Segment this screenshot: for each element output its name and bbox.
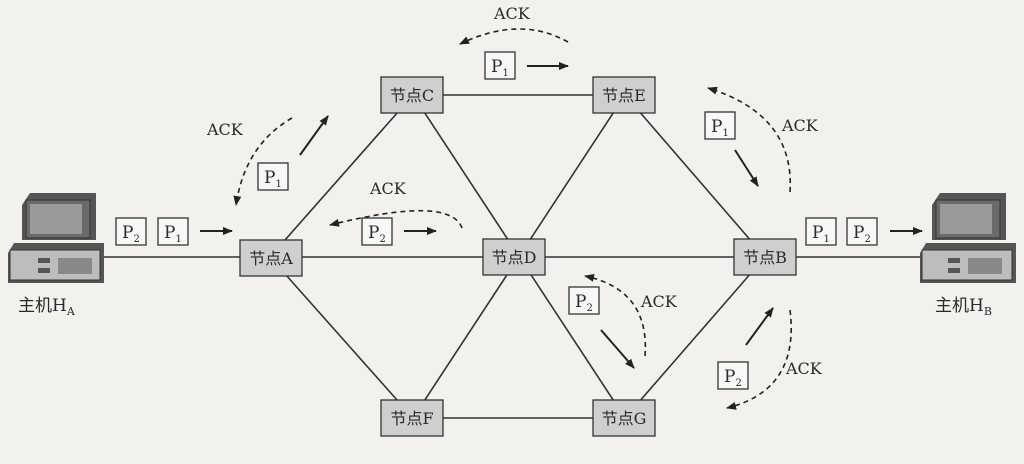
node-e: 节点E — [592, 76, 656, 114]
packet-p1-c-e: P1 — [484, 51, 516, 80]
link-a-f — [269, 256, 414, 419]
node-f: 节点F — [380, 399, 444, 437]
node-a: 节点A — [239, 239, 303, 277]
svg-text:P1: P1 — [812, 223, 830, 245]
svg-text:P1: P1 — [164, 223, 182, 245]
packet-p2-d-g: P2 — [568, 286, 600, 315]
node-b-label: 节点B — [743, 248, 787, 267]
ack-c-e-label: ACK — [493, 4, 531, 23]
node-a-label: 节点A — [249, 249, 293, 268]
host-b-label: 主机HB — [935, 296, 992, 318]
packet-p1-e-b: P1 — [704, 111, 736, 140]
arrow-g-to-b — [745, 307, 774, 346]
packet-p1-a-c: P1 — [257, 162, 289, 191]
ack-a-c-arrow — [233, 117, 293, 206]
packet-p1-at-hb: P1 — [805, 217, 837, 246]
links — [100, 94, 925, 419]
node-g: 节点G — [592, 399, 656, 437]
svg-text:P2: P2 — [575, 292, 593, 314]
ack-g-b-label: ACK — [785, 359, 823, 378]
link-g-b — [624, 256, 766, 419]
svg-text:P1: P1 — [491, 57, 509, 79]
ack-g-b-arrow — [726, 309, 792, 410]
node-c-label: 节点C — [390, 86, 434, 105]
node-d: 节点D — [482, 238, 546, 276]
ack-e-b-arrow — [707, 86, 792, 193]
ack-c-e-arrow — [459, 28, 569, 45]
svg-text:P1: P1 — [264, 168, 282, 190]
node-d-label: 节点D — [492, 248, 537, 267]
packet-p2-at-ha: P2 — [115, 217, 147, 246]
node-e-label: 节点E — [602, 86, 646, 105]
packet-p1-at-ha: P1 — [157, 217, 189, 246]
packet-p2-g-b: P2 — [717, 361, 749, 390]
ack-a-d-label: ACK — [369, 179, 407, 198]
host-b-computer-icon — [920, 193, 1016, 283]
svg-text:P2: P2 — [853, 223, 871, 245]
arrow-a-to-c — [299, 115, 329, 156]
ack-d-g-arrow — [584, 273, 647, 357]
node-c: 节点C — [380, 76, 444, 114]
svg-text:P1: P1 — [711, 117, 729, 139]
node-g-label: 节点G — [602, 409, 647, 428]
svg-text:P2: P2 — [122, 223, 140, 245]
link-e-b — [624, 94, 766, 258]
ack-e-b-label: ACK — [781, 116, 819, 135]
host-a-computer-icon — [8, 193, 104, 283]
node-b: 节点B — [733, 238, 797, 276]
ack-d-g-label: ACK — [640, 292, 678, 311]
packet-p2-at-hb: P2 — [846, 217, 878, 246]
svg-text:P2: P2 — [724, 367, 742, 389]
arrow-e-to-b — [734, 149, 759, 187]
link-a-c — [269, 94, 414, 258]
arrow-d-to-g — [600, 329, 635, 369]
ack-a-c-label: ACK — [206, 120, 244, 139]
svg-text:P2: P2 — [368, 223, 386, 245]
ack-a-d-arrow — [329, 209, 463, 229]
packet-p2-a-d: P2 — [361, 217, 393, 246]
host-a-label: 主机HA — [18, 296, 76, 318]
node-f-label: 节点F — [390, 409, 433, 428]
